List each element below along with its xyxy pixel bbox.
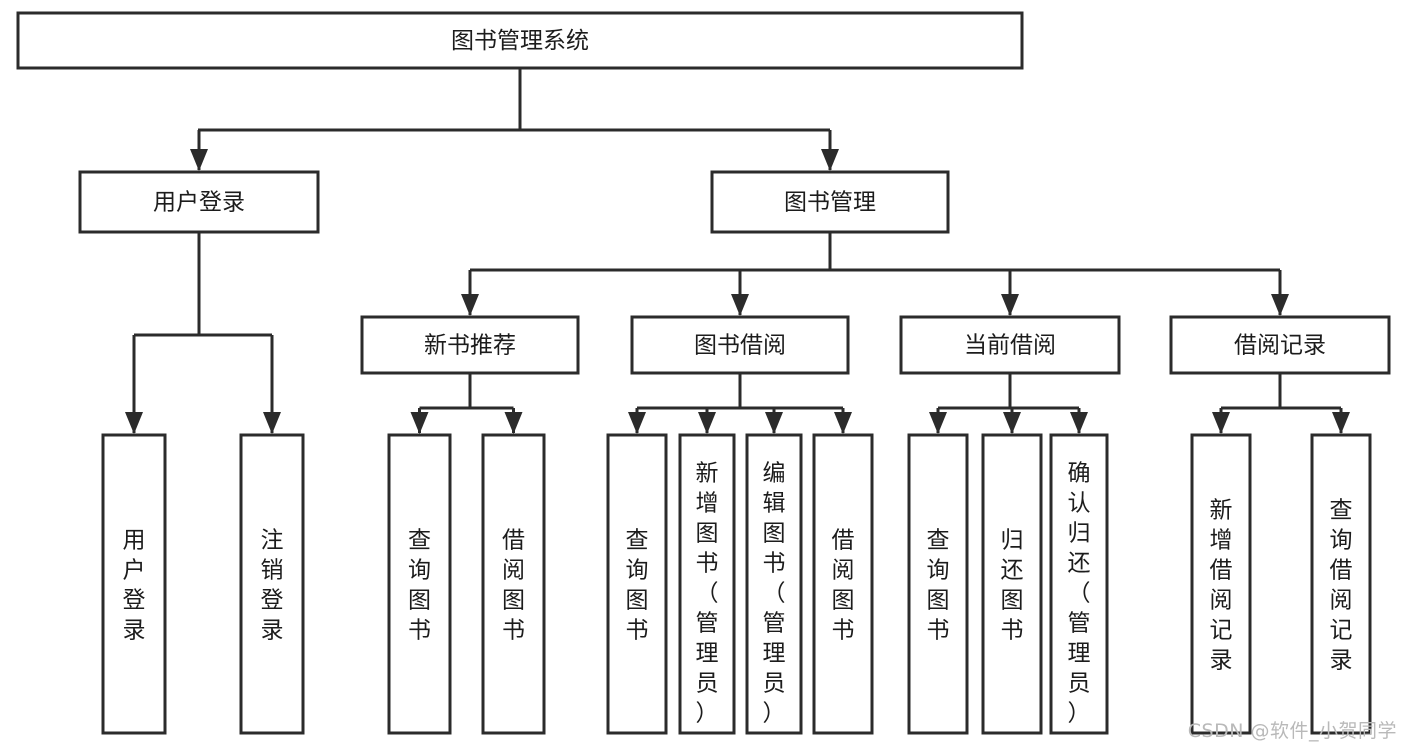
node-leaf-add-record[interactable]: 新增借阅记录 xyxy=(1190,433,1252,735)
node-label: 用户登录 xyxy=(123,527,146,643)
node-label: 查询图书 xyxy=(408,527,431,643)
arrow-down-icon xyxy=(125,412,143,434)
node-book-borrow[interactable]: 图书借阅 xyxy=(630,315,850,375)
node-leaf-query-record[interactable]: 查询借阅记录 xyxy=(1310,433,1372,735)
arrow-down-icon xyxy=(410,412,429,434)
arrow-down-icon xyxy=(504,412,523,434)
arrow-down-icon xyxy=(698,412,716,434)
node-user-login[interactable]: 用户登录 xyxy=(78,170,320,234)
node-box xyxy=(481,433,546,735)
node-box xyxy=(1169,315,1391,375)
node-label: 新增借阅记录 xyxy=(1210,497,1233,673)
node-leaf-user-login[interactable]: 用户登录 xyxy=(101,433,167,735)
node-book-manage[interactable]: 图书管理 xyxy=(710,170,950,234)
node-box xyxy=(387,433,452,735)
node-box xyxy=(907,433,969,735)
node-box xyxy=(101,433,167,735)
node-box xyxy=(678,433,736,735)
arrow-down-icon xyxy=(1271,294,1289,316)
arrow-down-icon xyxy=(628,412,646,434)
node-leaf-borrow-book-2[interactable]: 借阅图书 xyxy=(812,433,874,735)
node-leaf-query-book-2[interactable]: 查询图书 xyxy=(606,433,668,735)
node-label: 借阅图书 xyxy=(502,527,525,643)
node-box xyxy=(812,433,874,735)
node-new-book-rec[interactable]: 新书推荐 xyxy=(360,315,580,375)
node-label: 归还图书 xyxy=(1001,527,1024,643)
node-root[interactable]: 图书管理系统 xyxy=(16,11,1024,70)
node-box xyxy=(1190,433,1252,735)
arrow-down-icon xyxy=(1212,412,1230,434)
node-label: 用户登录 xyxy=(153,190,245,216)
node-box xyxy=(78,170,320,234)
node-box xyxy=(1310,433,1372,735)
node-box xyxy=(630,315,850,375)
node-label: 图书管理系统 xyxy=(451,28,589,54)
arrow-down-icon xyxy=(765,412,783,434)
node-leaf-query-book-3[interactable]: 查询图书 xyxy=(907,433,969,735)
arrow-down-icon xyxy=(263,412,281,434)
node-label: 图书借阅 xyxy=(694,333,786,359)
node-leaf-confirm-return[interactable]: 确认归还（管理员） xyxy=(1049,433,1109,735)
node-current-borrow[interactable]: 当前借阅 xyxy=(899,315,1121,375)
node-label: 借阅图书 xyxy=(832,527,855,643)
node-box xyxy=(239,433,305,735)
node-label: 图书管理 xyxy=(784,190,876,216)
node-label: 新书推荐 xyxy=(424,333,516,359)
node-label: 编辑图书（管理员） xyxy=(763,460,786,726)
node-label: 注销登录 xyxy=(261,527,284,643)
node-label: 查询图书 xyxy=(927,527,950,643)
arrow-down-icon xyxy=(461,294,479,316)
connectors-layer xyxy=(125,68,1350,434)
node-box xyxy=(745,433,803,735)
node-leaf-borrow-book-1[interactable]: 借阅图书 xyxy=(481,433,546,735)
node-box xyxy=(606,433,668,735)
arrow-down-icon xyxy=(821,149,839,171)
node-borrow-record[interactable]: 借阅记录 xyxy=(1169,315,1391,375)
node-label: 确认归还（管理员） xyxy=(1068,460,1091,726)
arrow-down-icon xyxy=(190,149,208,171)
arrow-down-icon xyxy=(1332,412,1350,434)
node-box xyxy=(16,11,1024,70)
node-label: 新增图书（管理员） xyxy=(696,460,719,726)
node-leaf-edit-book[interactable]: 编辑图书（管理员） xyxy=(745,433,803,735)
node-box xyxy=(981,433,1043,735)
node-leaf-return-book[interactable]: 归还图书 xyxy=(981,433,1043,735)
arrow-down-icon xyxy=(929,412,947,434)
node-leaf-add-book[interactable]: 新增图书（管理员） xyxy=(678,433,736,735)
node-box xyxy=(710,170,950,234)
node-label: 借阅记录 xyxy=(1234,333,1326,359)
node-label: 查询借阅记录 xyxy=(1330,497,1353,673)
node-box xyxy=(1049,433,1109,735)
node-box xyxy=(899,315,1121,375)
arrow-down-icon xyxy=(1001,294,1019,316)
node-box xyxy=(360,315,580,375)
nodes-layer: 图书管理系统用户登录图书管理新书推荐图书借阅当前借阅借阅记录用户登录注销登录查询… xyxy=(16,11,1391,735)
arrow-down-icon xyxy=(1003,412,1021,434)
node-label: 查询图书 xyxy=(626,527,649,643)
arrow-down-icon xyxy=(834,412,852,434)
arrow-down-icon xyxy=(1070,412,1088,434)
node-leaf-query-book-1[interactable]: 查询图书 xyxy=(387,433,452,735)
node-label: 当前借阅 xyxy=(964,333,1056,359)
arrow-down-icon xyxy=(731,294,749,316)
node-leaf-user-logout[interactable]: 注销登录 xyxy=(239,433,305,735)
